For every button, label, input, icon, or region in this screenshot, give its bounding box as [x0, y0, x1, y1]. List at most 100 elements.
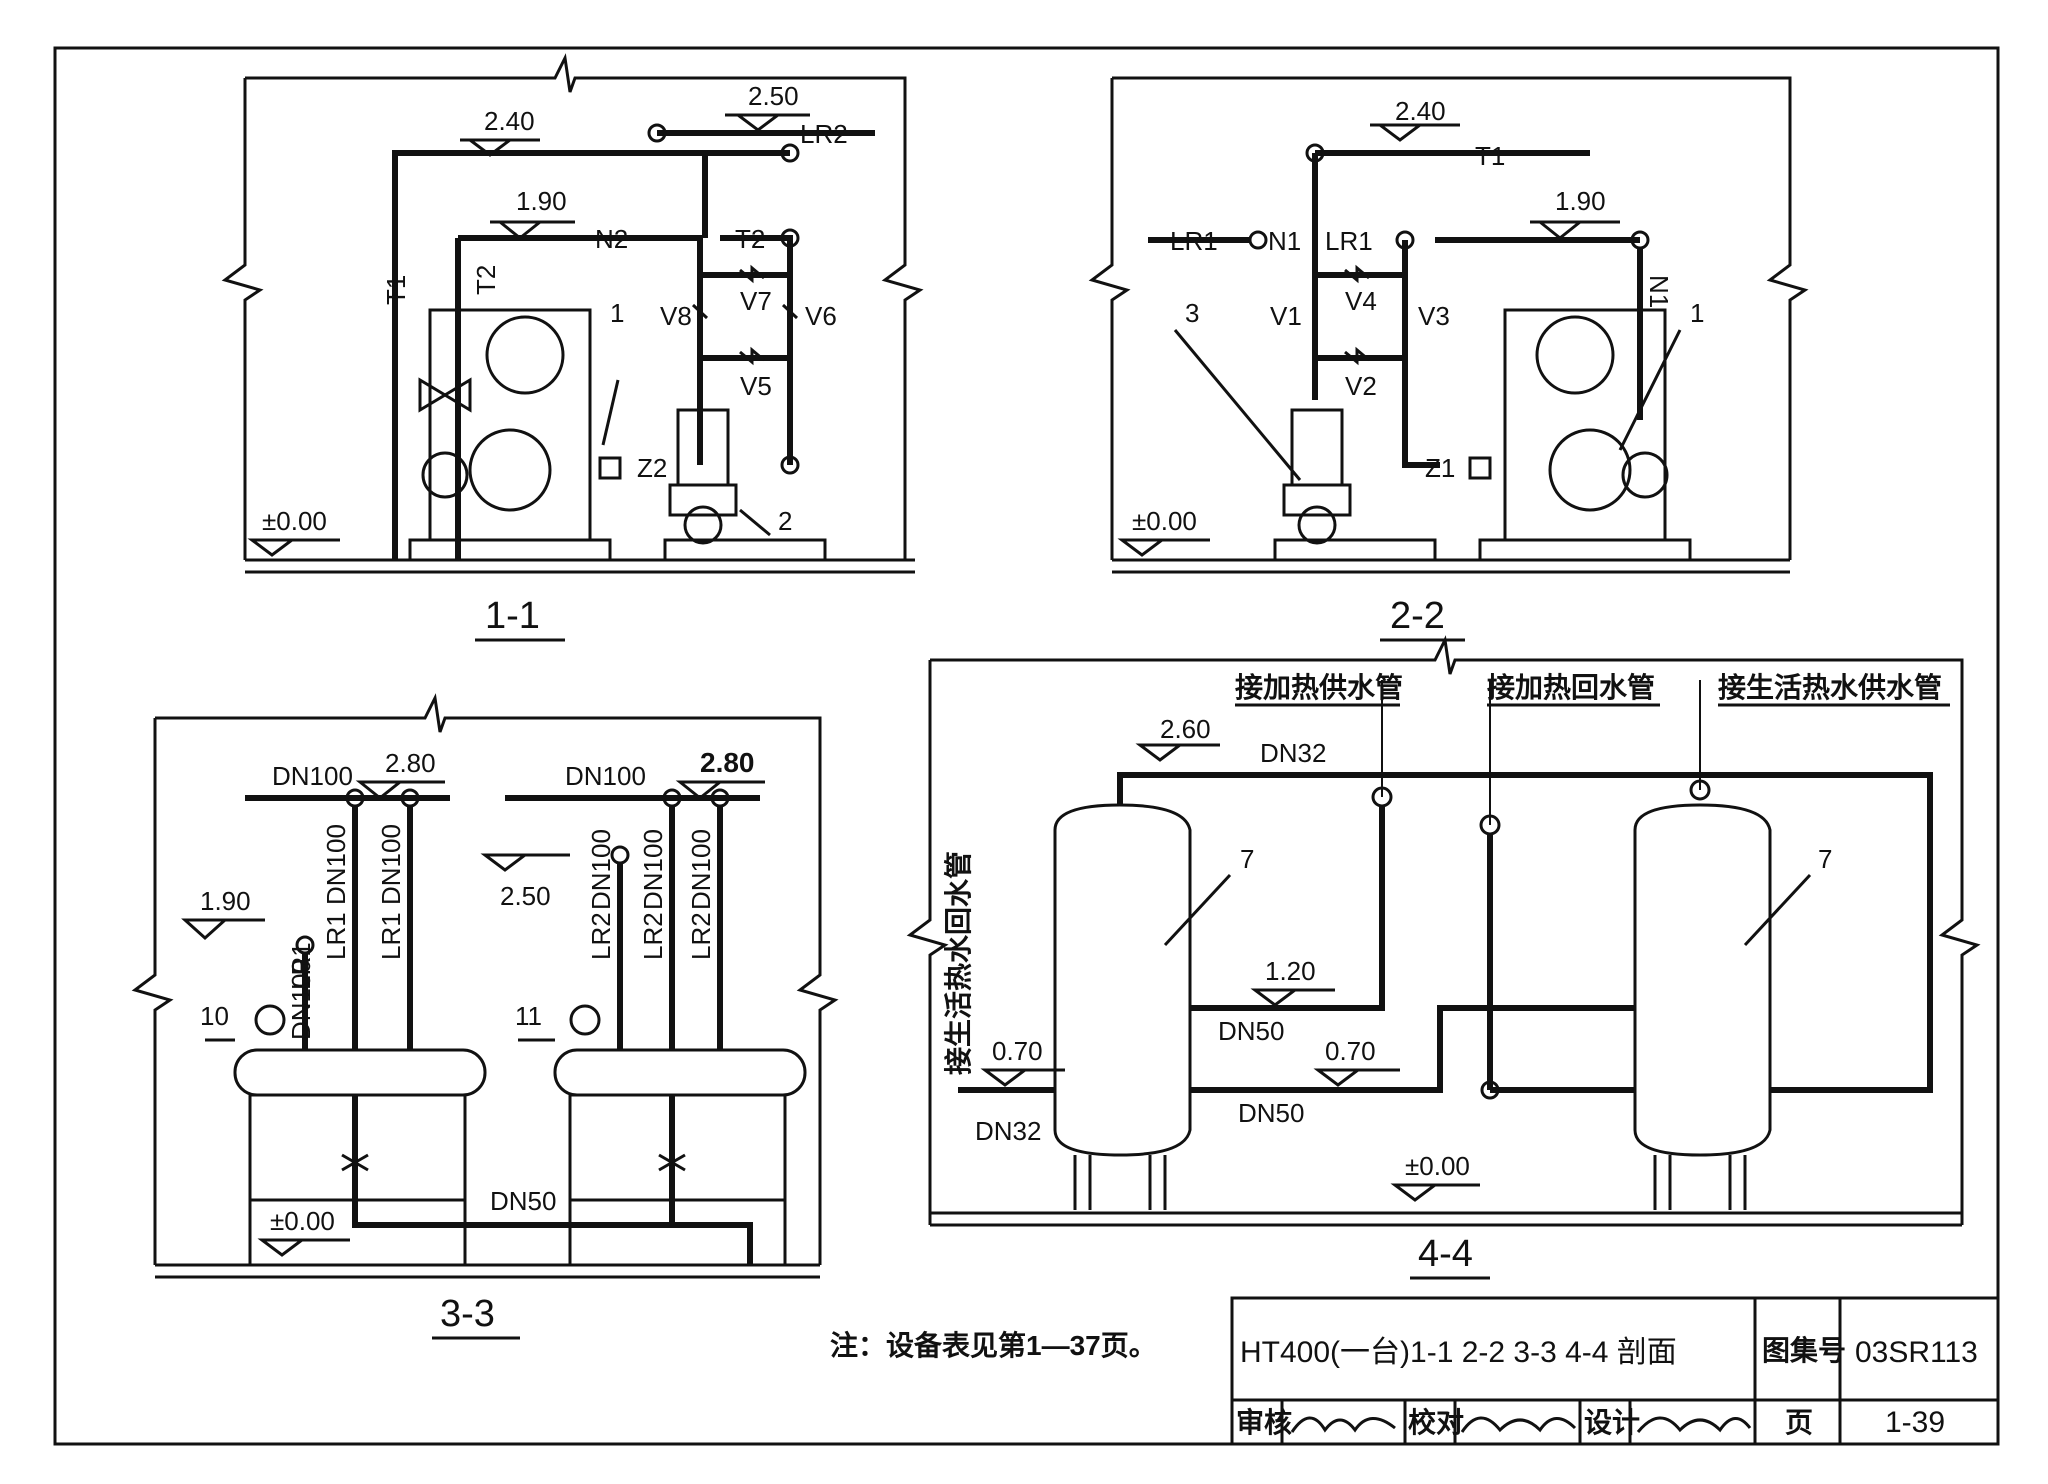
leader-line — [1618, 329, 1682, 451]
wall-outline-left — [221, 78, 264, 560]
level-marker — [355, 780, 445, 800]
level-label: 2.40 — [1395, 96, 1446, 126]
pipe-end — [780, 455, 800, 475]
level-label: 1.20 — [1265, 956, 1316, 986]
valve-V4 — [1344, 264, 1370, 284]
pipe-end — [1248, 230, 1268, 250]
pump-body — [1282, 483, 1352, 517]
note-label: 接加热回水管 — [1487, 671, 1655, 703]
page-label: 页 — [1785, 1407, 1813, 1438]
level-marker — [247, 538, 340, 557]
level-label: ±0.00 — [262, 506, 327, 536]
section-3-3: 2.80 2.80 2.50 1.90 ±0.00 DN100 DN100 DN… — [131, 693, 839, 1340]
level-marker — [181, 918, 265, 941]
level-label: 2.60 — [1160, 714, 1211, 744]
valve-V5 — [739, 346, 765, 366]
level-label: 2.50 — [748, 81, 799, 111]
valve-icon — [598, 456, 622, 480]
tank-legs — [1073, 1155, 1167, 1210]
base-plate — [1273, 538, 1437, 562]
section-2-2: 2.40 1.90 ±0.00 T1 LR1 N1 LR1 N1 Z1 V4 V… — [1088, 76, 1809, 642]
level-label: 2.80 — [385, 748, 436, 778]
heat-pump-unit — [428, 308, 592, 542]
level-label: ±0.00 — [270, 1206, 335, 1236]
level-marker — [1250, 988, 1335, 1007]
pipe-label: Z2 — [637, 453, 667, 483]
level-marker — [460, 138, 540, 157]
leader-line — [739, 508, 771, 537]
pipe-end — [780, 143, 800, 163]
pipe-DN50-supply — [1190, 806, 1385, 1011]
circulation-pump — [1290, 408, 1344, 487]
base-plate — [408, 538, 612, 562]
dn-label: DN100 — [321, 824, 351, 905]
level-marker — [1390, 1183, 1480, 1202]
valve-icon — [1468, 456, 1492, 480]
valve-icon — [341, 1153, 369, 1172]
valve-V7 — [739, 264, 765, 284]
valve-label: V6 — [805, 301, 837, 331]
pipe-DN50 — [352, 1095, 753, 1265]
pump-volute — [683, 505, 723, 545]
pipe-label: T1 — [381, 275, 411, 305]
pipe-label: T1 — [1475, 141, 1505, 171]
section-title: 1-1 — [485, 595, 540, 637]
tank-icon — [468, 428, 552, 512]
valve-label: V5 — [740, 371, 772, 401]
pipe-label: LR1 — [286, 942, 316, 990]
valve-icon — [658, 1153, 686, 1172]
dn-label: DN100 — [272, 761, 353, 791]
designer-signature — [1636, 1416, 1752, 1433]
valve-label: V1 — [1270, 301, 1302, 331]
pump-body — [668, 483, 738, 517]
section-1-1: 2.40 2.50 1.90 ±0.00 LR2 N2 T2 T1 T2 Z2 … — [221, 53, 924, 642]
section-title: 4-4 — [1418, 1233, 1473, 1275]
note-label: 接加热供水管 — [1235, 671, 1403, 703]
dn-label: DN100 — [686, 829, 716, 910]
pipe-label: N1 — [1268, 226, 1301, 256]
drawing-title: HT400(一台)1-1 2-2 3-3 4-4 剖面 — [1240, 1336, 1677, 1369]
level-marker — [1135, 743, 1220, 762]
pipe-label: LR2 — [586, 912, 616, 960]
manifold-11 — [553, 1048, 807, 1097]
section-title: 3-3 — [440, 1293, 495, 1335]
dn-label: DN100 — [286, 959, 316, 1040]
leader-line — [601, 379, 620, 446]
level-label: 0.70 — [992, 1036, 1043, 1066]
level-label: 0.70 — [1325, 1036, 1376, 1066]
valve-V6 — [781, 303, 799, 320]
leader-line — [1743, 873, 1812, 947]
check-label: 校对 — [1408, 1406, 1464, 1438]
gauge-icon — [421, 451, 469, 499]
valve-label: V2 — [1345, 371, 1377, 401]
pipe-T1 — [392, 150, 790, 560]
wall-outline — [245, 53, 924, 560]
base-plate — [1478, 538, 1692, 562]
dn-label: DN100 — [586, 829, 616, 910]
pipe-T2 — [720, 235, 793, 465]
valve-V2 — [1344, 346, 1370, 366]
valve-label: V8 — [660, 301, 692, 331]
level-label: 1.90 — [516, 186, 567, 216]
reviewer-signature — [1290, 1416, 1396, 1433]
pipe-label: LR2 — [800, 119, 848, 149]
pipe-label: Z1 — [1425, 453, 1455, 483]
level-marker — [1370, 123, 1460, 142]
manifold-stand — [568, 1093, 787, 1267]
level-label: 1.90 — [1555, 186, 1606, 216]
pipe-end — [780, 228, 800, 248]
leader-line — [1173, 329, 1302, 481]
valve-label: V3 — [1418, 301, 1450, 331]
dn-label: DN50 — [1238, 1098, 1304, 1128]
note-label: 接生活热水回水管 — [942, 851, 974, 1075]
tank-icon — [1548, 428, 1632, 512]
item-number: 7 — [1240, 844, 1254, 874]
level-label: 2.80 — [700, 747, 755, 778]
review-label: 审核 — [1236, 1406, 1292, 1438]
atlas-number: 03SR113 — [1855, 1336, 1978, 1369]
tank-7-right — [1633, 803, 1772, 1157]
level-marker — [490, 220, 575, 240]
pipe-label: T2 — [471, 265, 501, 295]
wall-outline — [1112, 76, 1809, 560]
